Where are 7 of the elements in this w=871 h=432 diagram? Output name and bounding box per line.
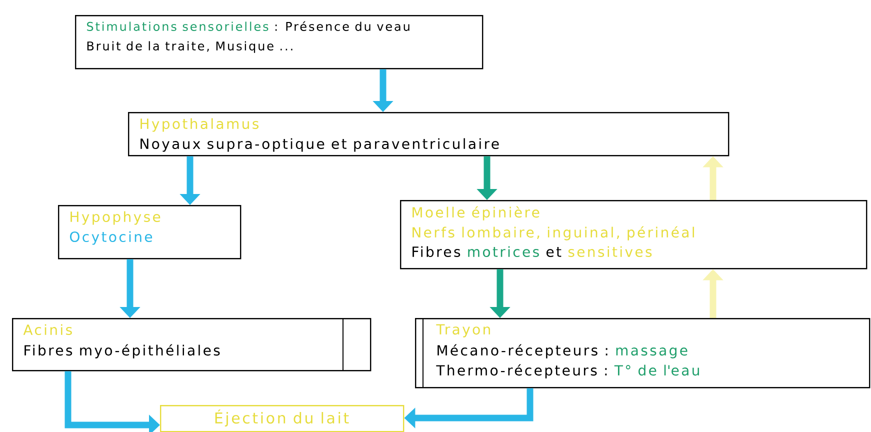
process-box: Moelle épinière Nerfs lombaire, inguinal, périnéal Fibres motrices et sensitives bbox=[400, 200, 868, 270]
process-box: Stimulations sensorielles : Présence du veau Bruit de la traite, Musique ... bbox=[75, 15, 484, 70]
process-box: Acinis Fibres myo-épithéliales bbox=[12, 318, 372, 372]
result-box: Éjection du lait bbox=[160, 405, 404, 432]
process-box: Hypophyse Ocytocine bbox=[58, 205, 242, 260]
process-box: Hypothalamus Noyaux supra-optique et paraventriculaire bbox=[128, 112, 730, 156]
process-box: Trayon Mécano-récepteurs : massage Thermo-récepteurs : T° de l'eau bbox=[415, 318, 870, 388]
